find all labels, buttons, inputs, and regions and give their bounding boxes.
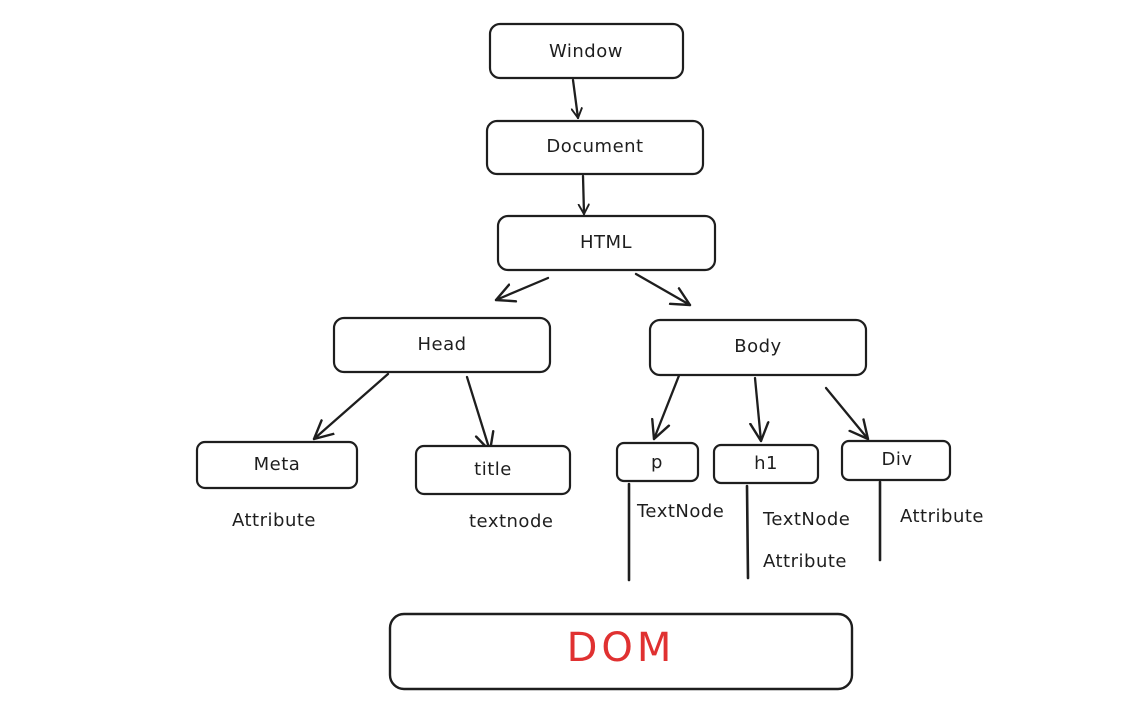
stem-h1 — [745, 484, 750, 580]
edge-head-title — [465, 375, 490, 451]
node-window: Window — [488, 22, 685, 80]
h1-textnode-label: TextNode — [762, 509, 850, 530]
node-p-label: p — [651, 452, 663, 473]
edge-document-html — [583, 174, 584, 216]
node-title-label: title — [474, 459, 512, 480]
node-document: Document — [485, 119, 705, 176]
node-body-label: Body — [734, 336, 781, 357]
leaf-stems — [627, 480, 882, 582]
node-html-label: HTML — [580, 232, 632, 253]
node-body-box — [648, 318, 868, 377]
node-document-label: Document — [546, 136, 643, 157]
node-h1-label: h1 — [754, 453, 778, 474]
meta-attribute-label: Attribute — [232, 510, 316, 531]
node-head: Head — [332, 316, 552, 374]
edge-head-meta — [314, 372, 390, 439]
title-textnode-label: textnode — [469, 511, 553, 532]
node-document-box — [485, 119, 705, 176]
node-window-box — [488, 22, 685, 80]
node-meta: Meta — [195, 440, 359, 490]
node-window-label: Window — [549, 41, 623, 62]
edges — [314, 78, 868, 451]
div-attribute-label: Attribute — [900, 506, 984, 527]
node-title: title — [414, 444, 572, 496]
node-meta-box — [195, 440, 359, 490]
leaf-annotations: Attribute textnode TextNode TextNode Att… — [232, 501, 984, 572]
node-p-box — [615, 441, 700, 483]
node-meta-label: Meta — [254, 454, 301, 475]
edge-html-body — [634, 272, 690, 305]
h1-attribute-label: Attribute — [763, 551, 847, 572]
node-title-box — [414, 444, 572, 496]
node-p: p — [615, 441, 700, 483]
node-div-box — [840, 439, 952, 482]
p-textnode-label: TextNode — [636, 501, 724, 522]
edge-body-h1 — [755, 376, 761, 441]
node-head-label: Head — [417, 334, 466, 355]
node-html: HTML — [496, 214, 717, 272]
node-head-box — [332, 316, 552, 374]
edge-window-document — [573, 78, 578, 120]
node-div: Div — [840, 439, 952, 482]
edge-html-head — [496, 276, 550, 300]
edge-body-p — [654, 371, 682, 439]
node-div-label: Div — [881, 449, 912, 470]
node-body: Body — [648, 318, 868, 377]
dom-title-text: DOM — [567, 625, 676, 671]
dom-title-block: DOM — [388, 612, 854, 691]
edge-body-div — [824, 386, 868, 439]
node-html-box — [496, 214, 717, 272]
dom-title-box — [388, 612, 854, 691]
node-h1: h1 — [712, 443, 820, 485]
node-h1-box — [712, 443, 820, 485]
